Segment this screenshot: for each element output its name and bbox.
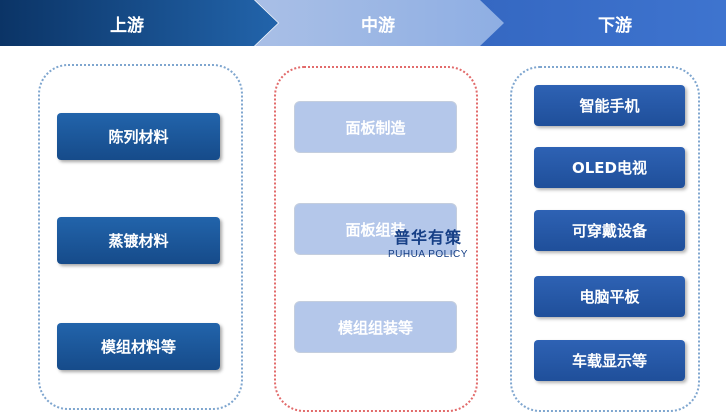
upstream-item: 蒸镀材料 (57, 217, 220, 264)
downstream-title: 下游 (598, 15, 632, 36)
upstream-title: 上游 (110, 15, 144, 36)
upstream-item: 模组材料等 (57, 323, 220, 370)
upstream-panel (38, 64, 243, 410)
downstream-item: 电脑平板 (534, 276, 685, 317)
upstream-banner: 上游 (0, 0, 278, 46)
downstream-item: 可穿戴设备 (534, 210, 685, 251)
midstream-panel (274, 66, 478, 412)
midstream-item: 模组组装等 (294, 301, 457, 353)
watermark-sub-text: PUHUA POLICY (388, 249, 468, 260)
downstream-item: OLED电视 (534, 147, 685, 188)
midstream-title: 中游 (361, 15, 395, 36)
downstream-panel (510, 66, 700, 412)
watermark-main-text: 普华有策 (393, 228, 462, 247)
midstream-item: 面板组装 (294, 203, 457, 255)
watermark-logo: 普华有策 PUHUA POLICY (388, 230, 468, 260)
midstream-banner: 中游 (255, 0, 505, 46)
downstream-banner: 下游 (480, 0, 726, 46)
downstream-item: 车载显示等 (534, 340, 685, 381)
downstream-item: 智能手机 (534, 85, 685, 126)
upstream-item: 陈列材料 (57, 113, 220, 160)
midstream-item: 面板制造 (294, 101, 457, 153)
